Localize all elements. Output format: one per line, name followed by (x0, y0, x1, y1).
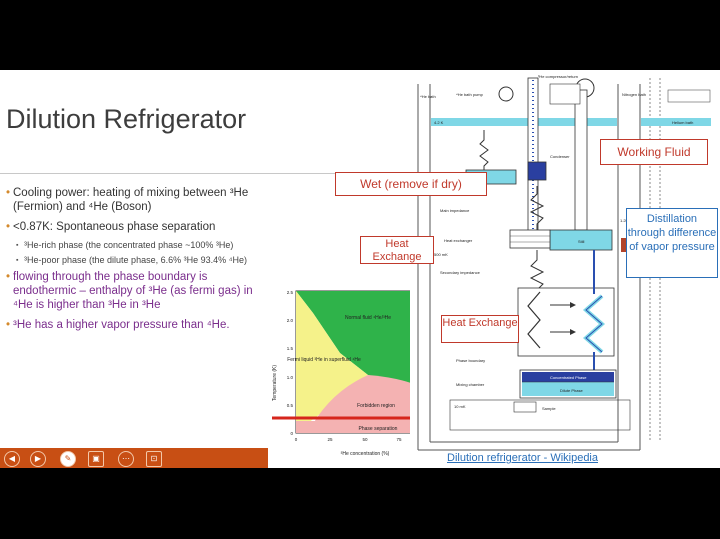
concentrated-phase (522, 372, 614, 382)
still-label: Still (578, 239, 585, 244)
condenser (527, 161, 547, 181)
more-options-icon[interactable]: ⋯ (118, 451, 134, 467)
phase-sep-region (296, 421, 434, 433)
fermi-region-label: Fermi liquid ³He in superfluid ⁴He (287, 357, 361, 363)
prev-slide-icon[interactable]: ◀ (4, 451, 20, 467)
y-tick: 0.5 (287, 403, 294, 408)
distillation-label: Distillation through difference of vapor… (626, 208, 718, 278)
working-fluid-label: Working Fluid (600, 139, 708, 165)
mixing-label: Mixing chamber (456, 382, 485, 387)
bullet-cooling-power: Cooling power: heating of mixing between… (6, 186, 271, 214)
helium-bath-band (431, 118, 617, 126)
slide-title: Dilution Refrigerator (6, 104, 247, 134)
wikipedia-link[interactable]: Dilution refrigerator - Wikipedia (447, 452, 598, 464)
fermi-liquid-region (296, 291, 368, 433)
forbidden-region-label: Forbidden region (357, 403, 395, 409)
pen-icon[interactable]: ✎ (60, 451, 76, 467)
sample-label: Sample (542, 406, 556, 411)
sample-box (513, 401, 537, 413)
phase-sep-label: Phase separation (359, 426, 398, 432)
bullet-list: Cooling power: heating of mixing between… (6, 186, 271, 338)
dilute-phase (522, 382, 614, 396)
bullet-vapor-pressure: ³He has a higher vapor pressure than ⁴He… (6, 318, 271, 332)
phase-boundary-label: Phase boundary (456, 358, 485, 363)
next-slide-icon[interactable]: ▶ (30, 451, 46, 467)
normal-region-label: Normal fluid ⁴He/³He (345, 315, 391, 321)
heat-exchange-label-1: Heat Exchange (360, 236, 434, 264)
bullet-endothermic: flowing through the phase boundary is en… (6, 270, 271, 312)
bullet-phase-separation: <0.87K: Spontaneous phase separation (6, 220, 271, 234)
temp5-label: 1.2K (620, 218, 629, 223)
sub-bullet-rich-phase: ³He-rich phase (the concentrated phase ~… (6, 240, 271, 251)
bath1-label: ⁴He bath (420, 94, 436, 99)
y-tick: 2.0 (287, 318, 294, 323)
wet-label: Wet (remove if dry) (335, 172, 487, 196)
y-tick: 0 (290, 431, 293, 436)
conc-label: Concentrated Phase (550, 375, 587, 380)
y-tick: 1.5 (287, 346, 294, 351)
presenter-toolbar: ◀ ▶ ✎ ▣ ⋯ ⊡ (0, 448, 268, 468)
title-divider (0, 173, 345, 174)
bath2-label: Nitrogen bath (622, 92, 646, 97)
slide-canvas: Dilution Refrigerator Cooling power: hea… (0, 70, 720, 468)
y-tick: 1.0 (287, 375, 294, 380)
x-tick: 50 (362, 437, 368, 442)
condenser-label: Condenser (550, 154, 570, 159)
temp3-label: 500 mK (434, 252, 448, 257)
x-tick: 75 (396, 437, 402, 442)
hx-label: Heat exchanger (444, 238, 473, 243)
normal-fluid-region (296, 291, 434, 393)
dilute-label: Dilute Phase (560, 388, 583, 393)
pump-label: ⁴He bath pump (456, 92, 484, 97)
x-tick: 25 (327, 437, 333, 442)
y-tick: 2.5 (287, 290, 294, 295)
pump-icon (498, 86, 514, 102)
screen-icon[interactable]: ⊡ (146, 451, 162, 467)
slides-grid-icon[interactable]: ▣ (88, 451, 104, 467)
sub-bullet-poor-phase: ³He-poor phase (the dilute phase, 6.6% ³… (6, 255, 271, 266)
y-axis-label: Temperature (K) (272, 365, 278, 401)
y-ticks: 0 0.5 1.0 1.5 2.0 2.5 (287, 290, 294, 436)
sec-imp-label: Secondary impedance (440, 270, 481, 275)
compressor-label: ³He compressor/return (538, 74, 578, 79)
temp1-label: 4.2 K (434, 120, 444, 125)
x-tick: 0 (295, 437, 298, 442)
helium-bath-label: Helium bath (672, 120, 693, 125)
main-imp-label: Main impedance (440, 208, 470, 213)
temp4-label: 10 mK (454, 404, 466, 409)
x-axis-label: ³He concentration (%) (341, 451, 390, 457)
heat-exchange-label-2: Heat Exchange (441, 315, 519, 343)
